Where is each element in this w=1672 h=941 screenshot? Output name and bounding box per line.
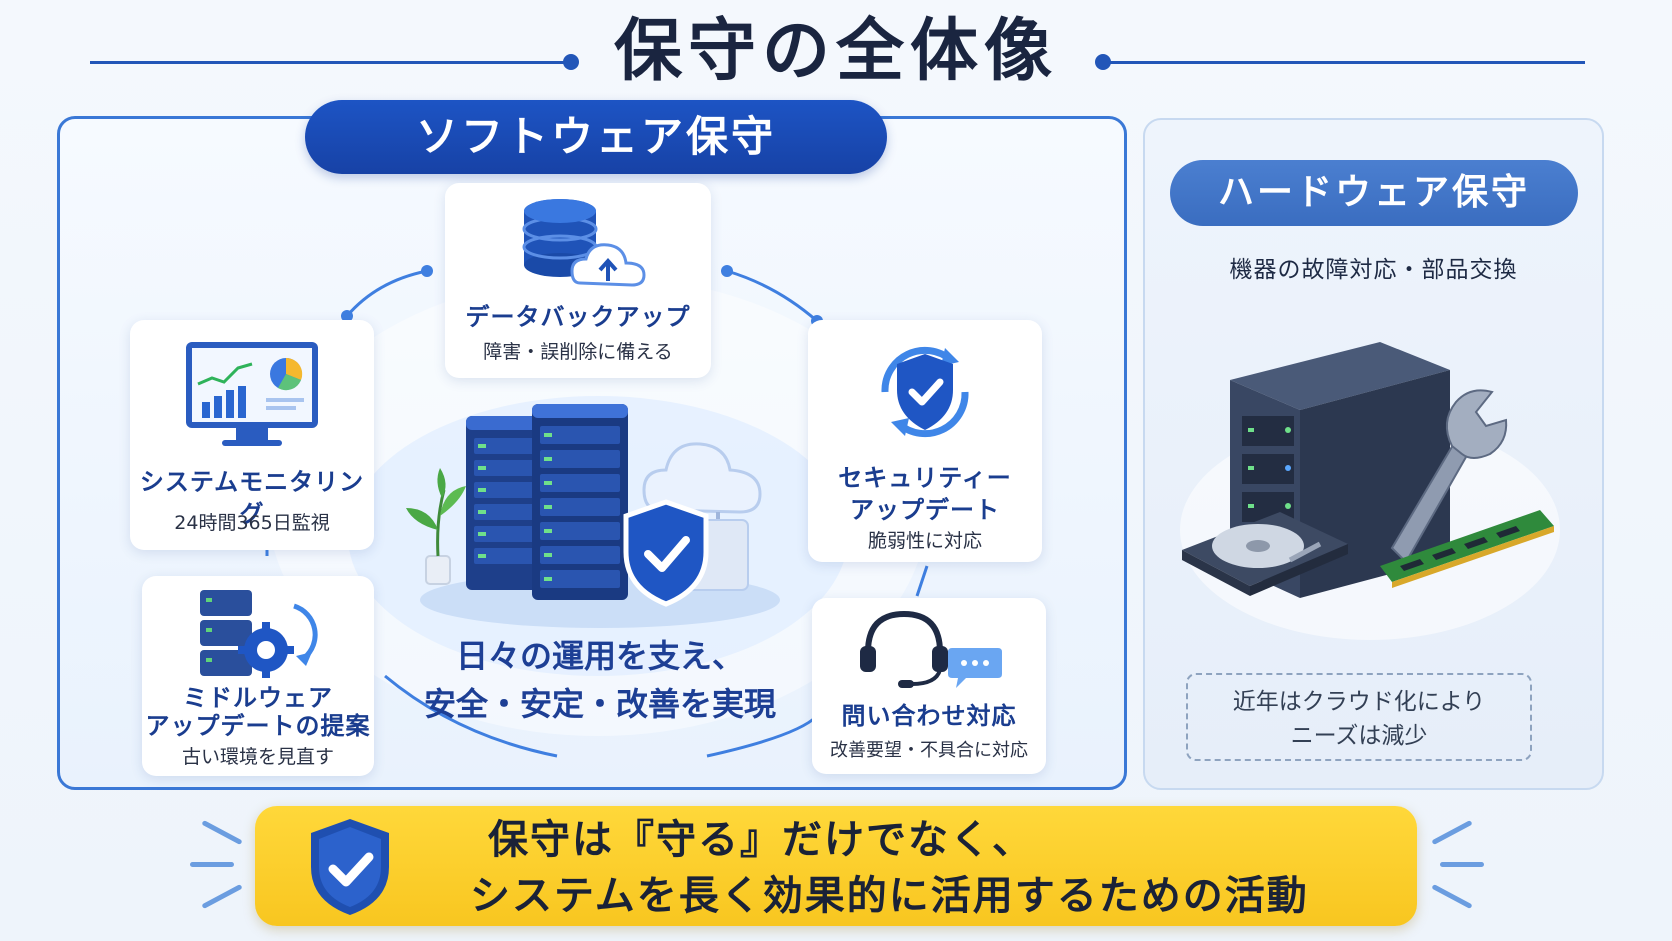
database-cloud-icon — [522, 199, 646, 287]
headset-chat-icon — [860, 610, 1002, 688]
title-rule-right — [1105, 61, 1585, 64]
monitor-chart-icon — [186, 342, 318, 446]
hardware-maintenance-sub: 機器の故障対応・部品交換 — [1229, 257, 1518, 283]
card-data-backup-title: データバックアップ — [465, 303, 691, 331]
banner-ray-left-2 — [190, 862, 234, 867]
hardware-server-illustration — [1180, 342, 1560, 640]
center-message-line-1: 日々の運用を支え、 — [455, 637, 744, 675]
banner-line-1: 保守は『守る』だけでなく、 — [488, 817, 1034, 863]
card-data-backup: データバックアップ 障害・誤削除に備える — [445, 183, 711, 378]
card-inquiry-response-sub: 改善要望・不具合に対応 — [830, 740, 1028, 761]
card-system-monitoring-title: システムモニタリング — [139, 468, 365, 528]
card-security-update-title-1: セキュリティー — [838, 464, 1012, 492]
hardware-note-line-1: 近年はクラウド化により — [1232, 689, 1486, 715]
center-message-line-2: 安全・安定・改善を実現 — [423, 685, 776, 723]
card-middleware-update-title-2: アップデートの提案 — [145, 712, 371, 740]
banner-ray-right-1 — [1431, 819, 1473, 846]
card-middleware-update-sub: 古い環境を見直す — [181, 746, 334, 768]
hardware-maintenance-label: ハードウェア保守 — [1170, 160, 1578, 226]
title-dot-right — [1095, 54, 1111, 70]
card-security-update-title-2: アップデート — [850, 496, 1000, 524]
card-middleware-update: ミドルウェア アップデートの提案 古い環境を見直す — [142, 576, 374, 776]
banner-line-2: システムを長く効果的に活用するための活動 — [470, 873, 1309, 919]
card-data-backup-sub: 障害・誤削除に備える — [483, 341, 673, 363]
software-maintenance-label: ソフトウェア保守 — [305, 100, 887, 174]
hardware-note-line-2: ニーズは減少 — [1290, 723, 1428, 749]
card-middleware-update-title-1: ミドルウェア — [183, 684, 333, 712]
shield-refresh-icon — [881, 346, 969, 438]
banner-ray-right-2 — [1440, 862, 1484, 867]
title-dot-left — [563, 54, 579, 70]
hardware-note: 近年はクラウド化により ニーズは減少 — [1186, 673, 1532, 761]
card-security-update: セキュリティー アップデート 脆弱性に対応 — [808, 320, 1042, 562]
summary-banner — [255, 806, 1417, 926]
card-inquiry-response-title: 問い合わせ対応 — [841, 702, 1017, 730]
server-gear-icon — [200, 590, 318, 678]
title-rule-left — [90, 61, 570, 64]
shield-check-icon — [311, 819, 389, 915]
card-system-monitoring-sub: 24時間365日監視 — [174, 512, 330, 534]
page-title: 保守の全体像 — [613, 12, 1058, 91]
server-rack-illustration — [406, 404, 780, 628]
banner-ray-left-3 — [201, 883, 243, 910]
card-security-update-sub: 脆弱性に対応 — [867, 530, 982, 552]
card-system-monitoring: システムモニタリング 24時間365日監視 — [130, 320, 374, 550]
card-inquiry-response: 問い合わせ対応 改善要望・不具合に対応 — [812, 598, 1046, 774]
banner-ray-right-3 — [1431, 883, 1473, 910]
banner-ray-left-1 — [201, 819, 243, 846]
center-message: 日々の運用を支え、 安全・安定・改善を実現 — [400, 632, 800, 728]
